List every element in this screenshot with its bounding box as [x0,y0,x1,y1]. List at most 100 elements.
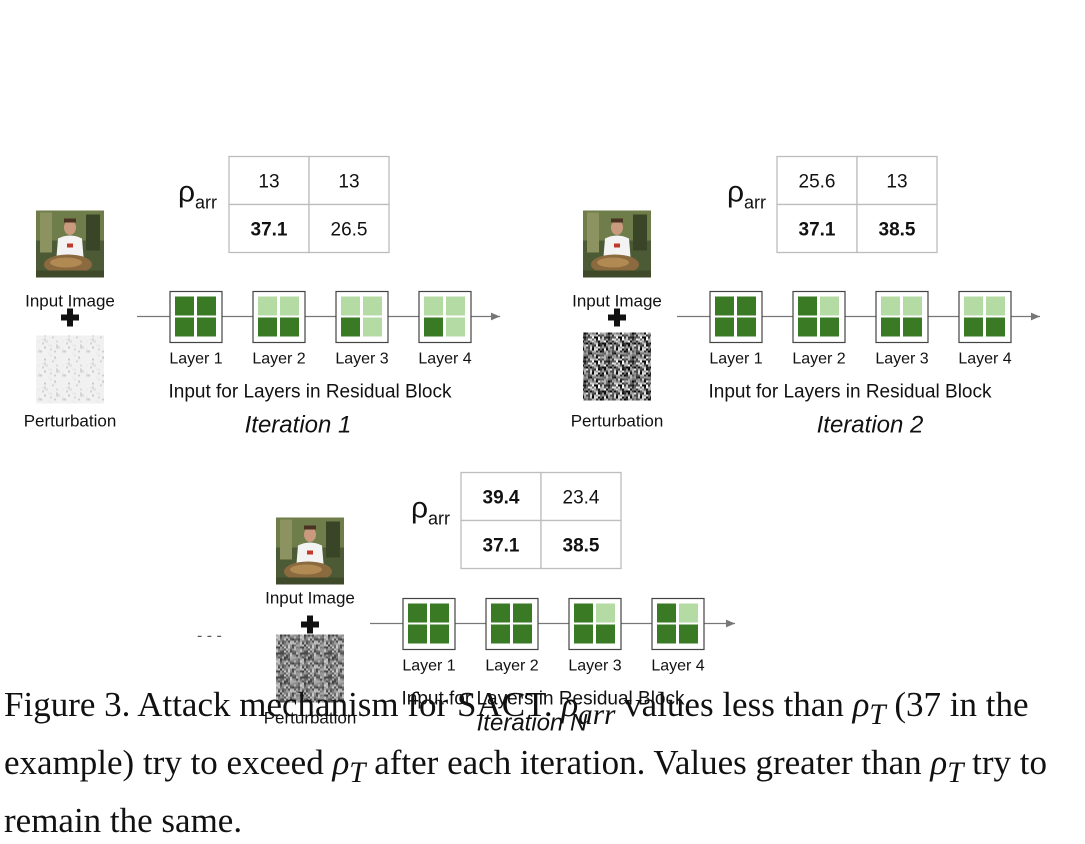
layer-block-dark [964,317,983,337]
layer-block-light [341,296,360,316]
layer-block-dark [258,317,277,337]
layer-block-dark [657,624,676,644]
layer-block-light [280,296,299,316]
layer-block-light [820,296,839,316]
table-cell [856,203,938,254]
table-value: 37.1 [251,220,288,241]
table-value: 37.1 [483,536,520,557]
layer-block-dark [798,296,817,316]
layer-2: Layer 2 [485,597,539,675]
input-image [583,210,651,278]
layer-block-dark [341,317,360,337]
layer-label: Layer 3 [875,351,928,368]
rho-arr-subscript: arr [428,509,450,529]
perturbation-image [583,332,651,401]
iteration-label: Iteration N [477,710,588,737]
perturbation-label: Perturbation [264,709,357,728]
iteration-label: Iteration 1 [245,412,352,439]
layer-1: Layer 1 [169,290,223,368]
table-cell [308,203,390,254]
person-head [611,220,623,235]
layer-2: Layer 2 [252,290,306,368]
layer-block-dark [430,603,449,623]
layer-block-light [903,296,922,316]
rho-arr-subscript: arr [195,193,217,213]
layer-block-dark [513,624,532,644]
layer-block-dark [197,296,216,316]
input-image-label: Input Image [572,292,662,311]
table-cell [540,471,622,522]
layer-block-dark [820,317,839,337]
layer-label: Layer 2 [485,658,538,675]
table-value: 13 [258,172,279,193]
rho-arr-symbol: ρ [411,492,428,525]
layer-block-light [881,296,900,316]
perturbation-label: Perturbation [24,412,117,431]
layer-3: Layer 3 [335,290,389,368]
rho-arr-subscript: arr [744,193,766,213]
plus-icon [61,308,79,327]
table-value: 38.5 [563,536,600,557]
perturbation-image [276,634,344,703]
table-cell [540,519,622,570]
layer-block-dark [424,317,443,337]
layer-label: Layer 3 [335,351,388,368]
layer-label: Layer 4 [418,351,471,368]
layer-3: Layer 3 [568,597,622,675]
layer-block-dark [596,624,615,644]
layer-block-dark [986,317,1005,337]
plus-icon [608,308,626,327]
iteration-label: Iteration 2 [817,412,924,439]
layer-block-dark [574,603,593,623]
input-image [36,210,104,278]
layer-block-dark [903,317,922,337]
residual-block-caption: Input for Layers in Residual Block [708,382,992,403]
layer-block-dark [881,317,900,337]
layer-label: Layer 1 [402,658,455,675]
layer-1: Layer 1 [709,290,763,368]
figure-caption: Figure 3. Attack mechanism for SACT. ρar… [4,685,1048,840]
layer-block-light [596,603,615,623]
rho-arr-symbol: ρ [727,176,744,209]
input-image-label: Input Image [265,589,355,608]
layer-block-light [446,317,465,337]
layer-3: Layer 3 [875,290,929,368]
input-image-label: Input Image [25,292,115,311]
layer-block-light [258,296,277,316]
table-cell [308,155,390,206]
layer-4: Layer 4 [651,597,705,675]
layer-label: Layer 4 [958,351,1011,368]
continuation-ellipsis: - - - [197,628,222,645]
layer-1: Layer 1 [402,597,456,675]
person-head [64,220,76,235]
table-cell [228,155,310,206]
layer-block-dark [408,624,427,644]
person-head [304,527,316,542]
layer-block-light [446,296,465,316]
residual-block-caption: Input for Layers in Residual Block [401,689,685,710]
layer-label: Layer 2 [792,351,845,368]
layer-4: Layer 4 [418,290,472,368]
layer-block-light [964,296,983,316]
layer-block-dark [715,317,734,337]
layer-block-dark [280,317,299,337]
residual-block-caption: Input for Layers in Residual Block [168,382,452,403]
layer-block-dark [679,624,698,644]
layer-block-dark [798,317,817,337]
table-value: 23.4 [563,488,600,509]
table-value: 13 [338,172,359,193]
perturbation-image [36,335,104,404]
perturbation-label: Perturbation [571,412,664,431]
table-cell [460,519,542,570]
table-cell [776,203,858,254]
table-value: 25.6 [799,172,836,193]
table-value: 13 [886,172,907,193]
layer-block-dark [513,603,532,623]
table-value: 38.5 [879,220,916,241]
